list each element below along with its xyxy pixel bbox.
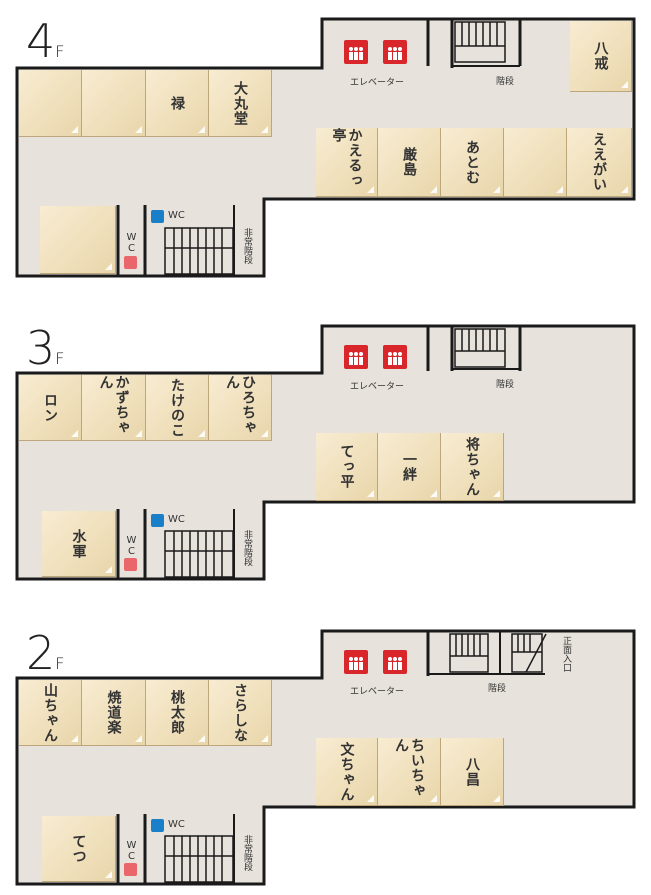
stairs-label: 階段 [496,380,515,390]
stairs-label: 階段 [496,77,515,87]
shop[interactable]: さらしな [209,680,272,746]
entrance-stairs-icon [511,633,547,673]
shop[interactable]: かずちゃん [82,375,146,441]
restroom-icon [124,256,137,269]
elevator-icon [383,40,407,64]
restroom-icon [151,819,164,832]
stairs-label: 階段 [488,684,507,694]
wc-label: WC [168,210,185,221]
shop[interactable] [82,70,146,137]
shop[interactable]: 大丸堂 [209,70,272,137]
restroom-icon [151,210,164,223]
wc-vertical-label: WC [126,840,137,862]
elevator-label: エレベーター [350,687,405,697]
shop[interactable]: 焼道楽 [82,680,146,746]
shop[interactable] [19,70,82,137]
elevator-icon [344,40,368,64]
shop[interactable]: あとむ [441,128,504,197]
shop[interactable]: てつ [42,816,116,882]
shop[interactable]: 水軍 [42,511,116,577]
elevator-icon [383,345,407,369]
shop[interactable]: 八昌 [441,738,504,806]
shop[interactable]: ちいちゃん [378,738,441,806]
elevator-icon [383,650,407,674]
emergency-stairs-label: 非常階段 [242,228,252,264]
shop[interactable] [40,206,116,274]
wc-vertical-label: WC [126,232,137,254]
shop[interactable]: たけのこ [146,375,209,441]
elevator-label: エレベーター [350,382,405,392]
wc-vertical-label: WC [126,535,137,557]
shop[interactable]: ひろちゃん [209,375,272,441]
entrance-label: 正面入口 [561,636,571,672]
shop[interactable]: 禄 [146,70,209,137]
restroom-icon [151,514,164,527]
shop[interactable]: 桃太郎 [146,680,209,746]
emergency-stairs-label: 非常階段 [242,835,252,871]
wc-label: WC [168,819,185,830]
shop[interactable]: 一絆 [378,433,441,501]
shop[interactable]: ロン [19,375,82,441]
shop[interactable]: 文ちゃん [316,738,378,806]
emergency-stairs-icon [164,530,234,578]
elevator-icon [344,345,368,369]
shop[interactable]: 将ちゃん [441,433,504,501]
shop[interactable]: 厳島 [378,128,441,197]
stairs-icon [455,22,505,47]
stairs-icon [449,633,489,673]
elevator-icon [344,650,368,674]
elevator-label: エレベーター [350,78,405,88]
shop[interactable]: ええがい [567,128,632,197]
wc-label: WC [168,514,185,525]
shop[interactable]: かえるっ亭 [316,128,378,197]
shop[interactable]: てっ平 [316,433,378,501]
restroom-icon [124,558,137,571]
emergency-stairs-label: 非常階段 [242,530,252,566]
shop[interactable] [504,128,567,197]
shop[interactable]: 山ちゃん [19,680,82,746]
emergency-stairs-icon [164,227,234,275]
shop[interactable]: 八戒 [570,21,632,92]
stairs-icon [454,328,506,368]
restroom-icon [124,863,137,876]
emergency-stairs-icon [164,835,234,883]
